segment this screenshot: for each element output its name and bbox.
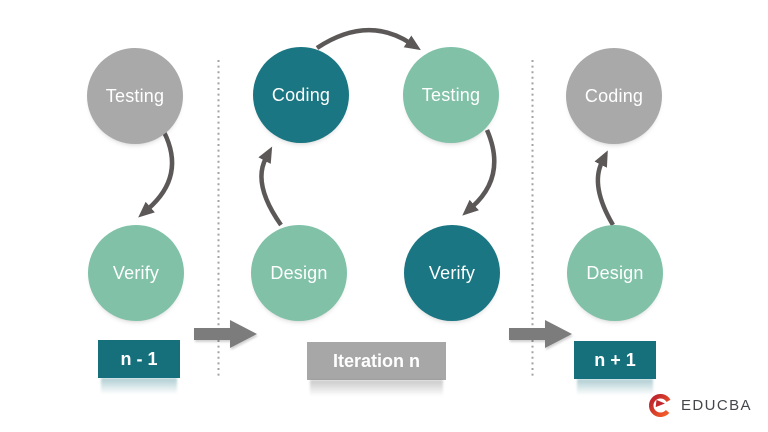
circle-label: Verify: [428, 262, 476, 283]
circle-current-verify: Verify: [404, 225, 500, 321]
badge-label: n + 1: [594, 349, 636, 370]
badge-next-iteration: n + 1: [574, 341, 656, 379]
educba-logo: EDUCBA: [646, 391, 752, 420]
circle-label: Coding: [584, 85, 644, 106]
circle-prev-verify: Verify: [88, 225, 184, 321]
block-arrow-right-icon-right: [509, 320, 572, 348]
circle-prev-testing: Testing: [87, 48, 183, 144]
arrow-design-to-coding: [258, 146, 283, 227]
circle-next-design: Design: [567, 225, 663, 321]
circle-next-coding: Coding: [566, 48, 662, 144]
arrow-coding-to-testing: [315, 27, 421, 51]
circle-current-design: Design: [251, 225, 347, 321]
circle-label: Testing: [105, 85, 165, 106]
arrow-next-design-to-coding: [594, 150, 615, 227]
circle-current-coding: Coding: [253, 47, 349, 143]
circle-label: Design: [270, 262, 328, 283]
badge-label: n - 1: [120, 348, 158, 369]
circle-current-testing: Testing: [403, 47, 499, 143]
circle-label: Verify: [112, 262, 160, 283]
circle-label: Coding: [271, 84, 331, 105]
arrow-testing-to-verify: [462, 129, 497, 216]
badge-current-iteration: Iteration n: [307, 342, 446, 380]
block-arrow-right-icon-left: [194, 320, 257, 348]
educba-brand-text: EDUCBA: [681, 397, 752, 414]
badge-label: Iteration n: [332, 350, 420, 371]
educba-e-swirl-icon: [648, 393, 673, 418]
badge-prev-iteration: n - 1: [98, 340, 180, 378]
arrow-prev-testing-to-verify: [138, 130, 175, 218]
circle-label: Design: [586, 262, 644, 283]
circle-label: Testing: [421, 84, 481, 105]
